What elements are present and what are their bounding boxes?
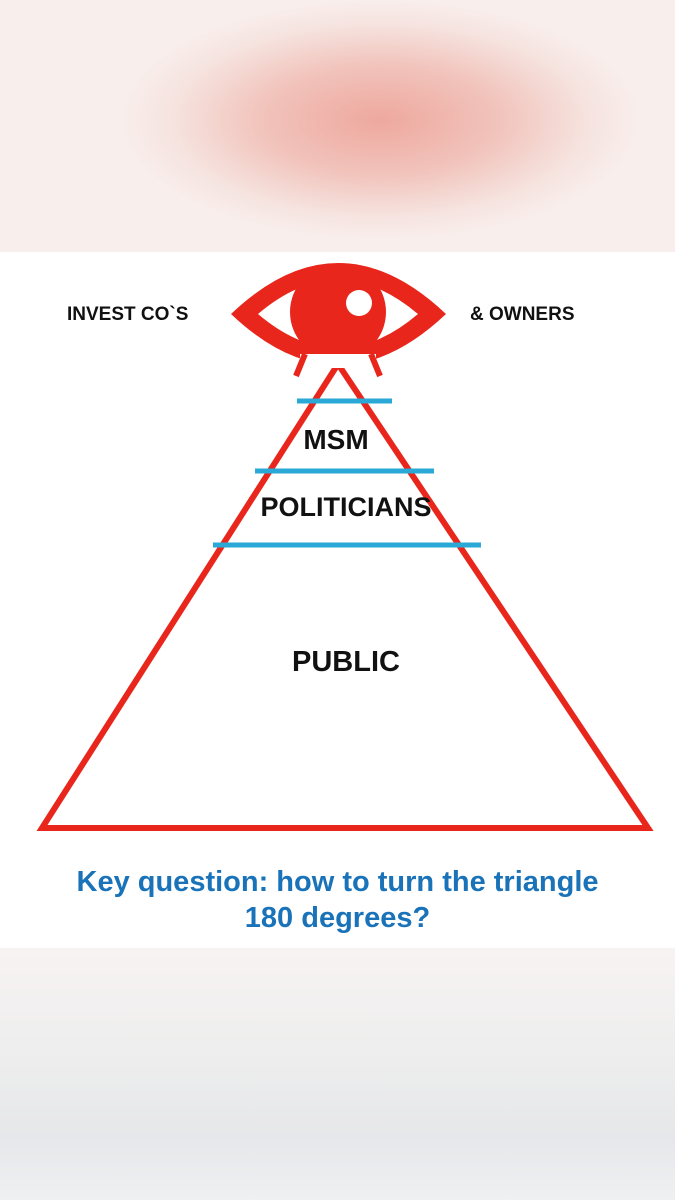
- pyramid-outline: [36, 358, 654, 831]
- eye-label-right: & OWNERS: [470, 304, 575, 325]
- pyramid-diagram: [36, 263, 654, 831]
- key-question-line-1: Key question: how to turn the triangle: [76, 866, 599, 898]
- blurred-top-background: [0, 0, 675, 252]
- key-question-caption: Key question: how to turn the triangle 1…: [0, 864, 675, 936]
- tier-label-politicians: POLITICIANS: [260, 492, 432, 522]
- pyramid-diagram-panel: INVEST CO`S & OWNERS MSM POLITICIANS PUB…: [0, 252, 675, 948]
- key-question-line-2: 180 degrees?: [244, 902, 431, 934]
- blurred-bottom-background: [0, 948, 675, 1200]
- tier-label-msm: MSM: [303, 424, 369, 455]
- tier-label-public: PUBLIC: [292, 646, 400, 678]
- eye-icon: [231, 263, 446, 378]
- eye-label-left: INVEST CO`S: [67, 304, 189, 325]
